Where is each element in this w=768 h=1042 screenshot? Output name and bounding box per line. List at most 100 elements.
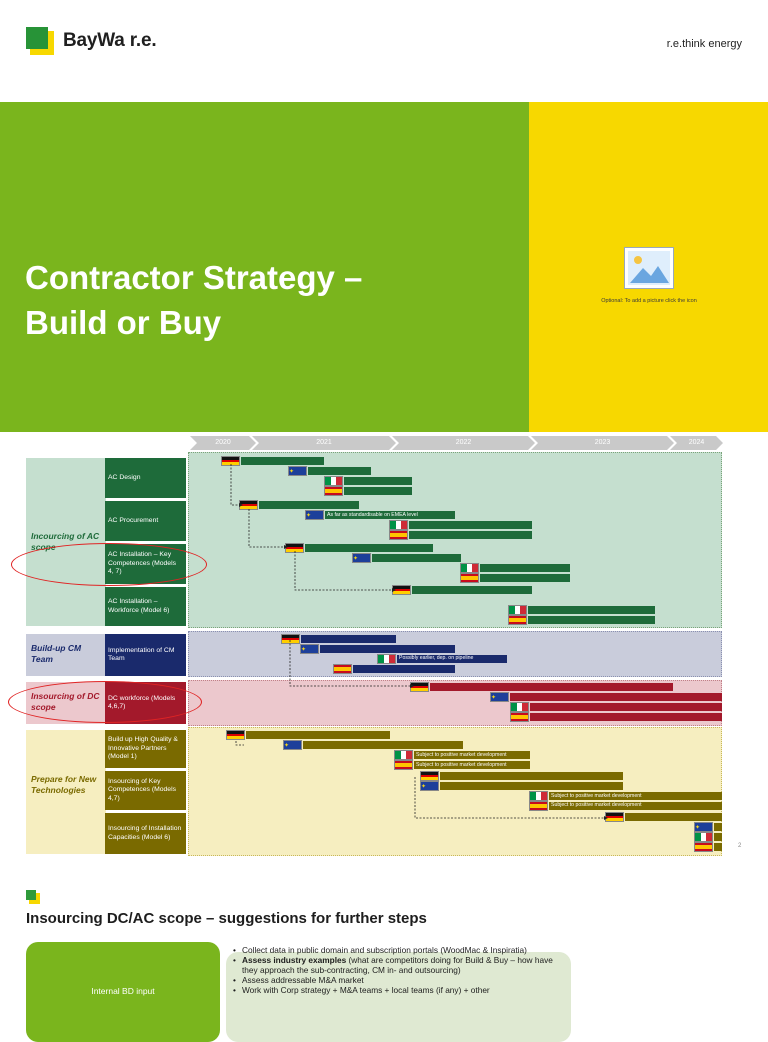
bar-dc-es — [530, 713, 722, 721]
flag-it-icon — [508, 605, 527, 615]
bar-cm-eu — [320, 645, 455, 653]
section-cm-label: Build-up CM Team — [31, 643, 82, 664]
next-steps-title: Insourcing DC/AC scope – suggestions for… — [26, 910, 427, 927]
bullet-industry-examples-text: Assess industry examples (what are compe… — [242, 955, 553, 975]
flag-eu-icon: ✦ — [352, 553, 371, 563]
note-market-1: Subject to positive market development — [416, 752, 507, 758]
internal-bd-label: Internal BD input — [91, 986, 155, 996]
bar-tech-partners-it — [414, 751, 530, 759]
flag-es-icon — [694, 842, 713, 852]
bar-ac-key-it — [480, 564, 570, 572]
bullet-corp-strategy: Work with Corp strategy + M&A teams + lo… — [233, 985, 553, 995]
bar-dc-eu — [510, 693, 722, 701]
flag-es-icon — [389, 530, 408, 540]
bar-ac-proc-de — [259, 501, 359, 509]
bar-ac-wf-it — [528, 606, 655, 614]
flag-eu-icon: ✦ — [420, 781, 439, 791]
bar-ac-key-eu — [372, 554, 461, 562]
flag-it-icon — [394, 750, 413, 760]
note-market-4: Subject to positive market development — [551, 802, 642, 808]
bar-cm-es — [353, 665, 455, 673]
sub-ac-installation-workforce: AC Installation – Workforce (Model 6) — [105, 587, 186, 626]
flag-eu-icon: ✦ — [283, 740, 302, 750]
flag-eu-icon: ✦ — [490, 692, 509, 702]
bar-tech-key-eu — [440, 782, 623, 790]
bar-tech-key-it — [549, 792, 722, 800]
bar-tech-partners-es — [414, 761, 530, 769]
year-2024: 2024 — [670, 436, 723, 450]
flag-de-icon — [392, 585, 411, 595]
flag-it-icon — [694, 832, 713, 842]
flag-es-icon — [510, 712, 529, 722]
bar-ac-design-eu — [308, 467, 371, 475]
bar-ac-wf-es — [528, 616, 655, 624]
next-steps-list: Collect data in public domain and subscr… — [233, 945, 553, 995]
highlight-oval-dc — [8, 681, 202, 723]
flag-eu-icon: ✦ — [305, 510, 324, 520]
flag-eu-icon: ✦ — [694, 822, 713, 832]
bar-dc-de — [430, 683, 673, 691]
flag-de-icon — [285, 543, 304, 553]
bar-tech-inst-es — [714, 843, 722, 851]
flag-es-icon — [508, 615, 527, 625]
bar-tech-key-de — [440, 772, 623, 780]
bar-tech-key-es — [549, 802, 722, 810]
flag-it-icon — [529, 791, 548, 801]
flag-de-icon — [420, 771, 439, 781]
insert-picture-icon[interactable] — [624, 247, 674, 289]
note-market-3: Subject to positive market development — [551, 793, 642, 799]
title-line-2: Build or Buy — [25, 304, 222, 341]
note-pipeline: Possibly earlier, dep. on pipeline — [399, 655, 474, 661]
flag-de-icon — [239, 500, 258, 510]
title-line-1: Contractor Strategy – — [25, 259, 363, 296]
bar-ac-wf-de — [412, 586, 532, 594]
bar-tech-inst-it — [714, 833, 722, 841]
bar-ac-design-es — [344, 487, 412, 495]
flag-de-icon — [226, 730, 245, 740]
brand-name: BayWa r.e. — [63, 30, 157, 51]
section-ac-bg — [26, 458, 106, 626]
bar-tech-partners-de — [246, 731, 390, 739]
sub-cm-team: Implementation of CM Team — [105, 634, 186, 676]
section-tech-bg — [26, 730, 106, 854]
year-2020: 2020 — [190, 436, 256, 450]
bullet-collect-data: Collect data in public domain and subscr… — [233, 945, 553, 955]
page-number: 2 — [738, 843, 742, 849]
bar-ac-design-it — [344, 477, 412, 485]
bar-ac-proc-it — [409, 521, 532, 529]
flag-it-icon — [324, 476, 343, 486]
sub-ac-design: AC Design — [105, 458, 186, 498]
year-2023: 2023 — [531, 436, 674, 450]
bar-ac-proc-eu — [325, 511, 455, 519]
bar-cm-de — [301, 635, 396, 643]
slide-title: Contractor Strategy – Build or Buy — [25, 255, 362, 345]
flag-de-icon — [281, 634, 300, 644]
flag-es-icon — [333, 664, 352, 674]
flag-eu-icon: ✦ — [288, 466, 307, 476]
flag-de-icon — [605, 812, 624, 822]
bar-ac-design-de — [241, 457, 324, 465]
bar-ac-key-es — [480, 574, 570, 582]
bar-tech-inst-de — [625, 813, 722, 821]
bar-cm-it — [397, 655, 507, 663]
sub-tech-key-competences: Insourcing of Key Competences (Models 4,… — [105, 771, 186, 810]
flag-es-icon — [324, 486, 343, 496]
bold-phrase: Assess industry examples — [242, 955, 347, 965]
flag-de-icon — [410, 682, 429, 692]
bullet-industry-examples: Assess industry examples (what are compe… — [233, 955, 553, 975]
section-tech-label: Prepare for New Technologies — [31, 774, 97, 795]
sub-tech-installation: Insourcing of Installation Capacities (M… — [105, 813, 186, 854]
bar-tech-partners-eu — [303, 741, 463, 749]
bar-dc-it — [530, 703, 722, 711]
note-emea: As far as standardisable on EMEA level — [327, 512, 418, 518]
bar-ac-proc-es — [409, 531, 532, 539]
baywa-mini-logo-icon — [26, 890, 40, 904]
flag-eu-icon: ✦ — [300, 644, 319, 654]
picture-hint: Optional: To add a picture click the ico… — [601, 298, 697, 304]
baywa-logo-icon — [26, 27, 54, 55]
bar-ac-key-de — [305, 544, 433, 552]
tagline: r.e.think energy — [666, 38, 742, 50]
gantt-cm — [188, 631, 722, 677]
flag-es-icon — [394, 760, 413, 770]
title-band — [0, 102, 529, 432]
